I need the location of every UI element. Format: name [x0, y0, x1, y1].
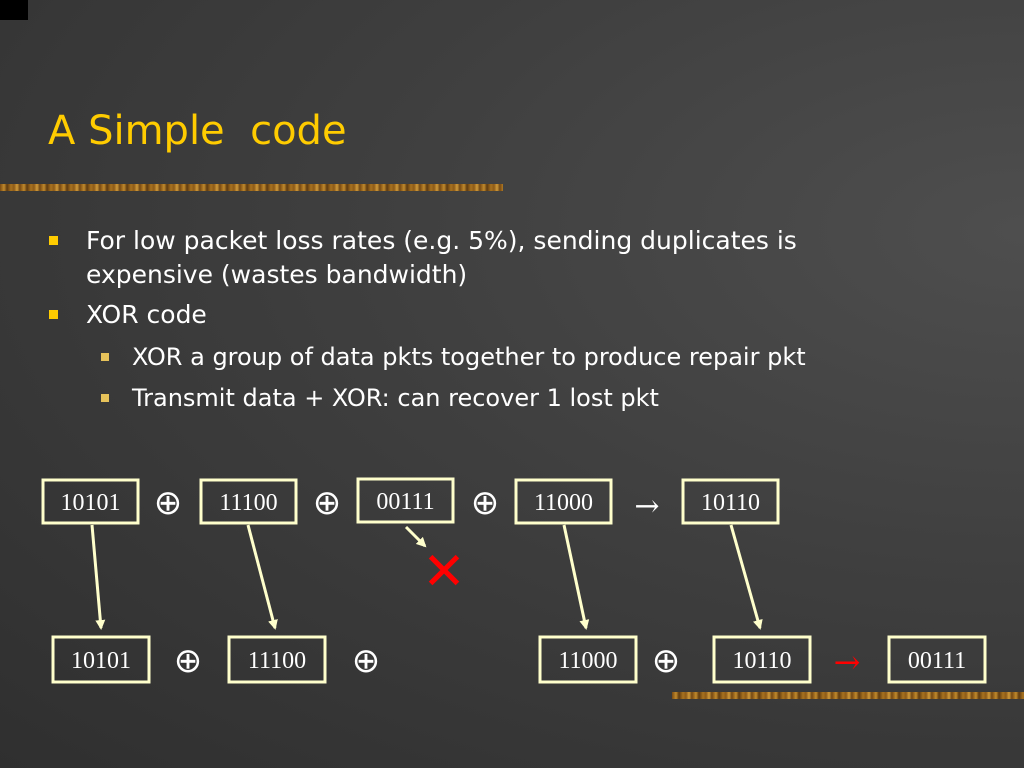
- sub-bullet-text: Transmit data + XOR: can recover 1 lost …: [132, 384, 659, 412]
- xor-symbol-icon: ⊕: [652, 641, 681, 681]
- lost-packet-arrow: [404, 525, 427, 548]
- xor-symbol-icon: ⊕: [174, 641, 203, 681]
- sub-bullet-square-icon: [101, 394, 109, 402]
- transmit-arrow-1: [90, 524, 106, 630]
- bullet-item-2: XOR code: [49, 298, 207, 332]
- bullet-text: For low packet loss rates (e.g. 5%), sen…: [86, 226, 797, 289]
- sub-bullet-square-icon: [101, 353, 109, 361]
- bottom-packet-label-2: 11100: [248, 648, 306, 674]
- top-packet-box-1: [41, 478, 140, 525]
- top-packet-box-4: [514, 478, 613, 525]
- transmit-arrow-5: [729, 524, 763, 630]
- top-packet-box-2: [199, 478, 298, 525]
- recovered-packet-label: 00111: [908, 648, 966, 674]
- recover-arrow-icon: →: [834, 643, 861, 681]
- bottom-packet-label-1: 10101: [71, 648, 131, 674]
- bottom-packet-box-3: [538, 635, 638, 684]
- top-repair-label: 10110: [701, 490, 760, 516]
- xor-symbol-icon: ⊕: [352, 641, 381, 681]
- recovered-packet-box: [887, 635, 987, 684]
- bullet-item-1: For low packet loss rates (e.g. 5%), sen…: [49, 224, 886, 292]
- bottom-packet-label-3: 11000: [558, 648, 617, 674]
- bottom-packet-box-1: [51, 635, 151, 684]
- top-packet-box-3: [356, 477, 455, 524]
- xor-symbol-icon: ⊕: [313, 483, 342, 523]
- top-row: 10101 ⊕ 11100 ⊕ 00111 ⊕ 11000 → 10110: [41, 477, 780, 525]
- transmit-arrow-4: [562, 524, 590, 630]
- top-packet-label-3: 00111: [376, 489, 434, 515]
- top-packet-label-2: 11100: [219, 490, 277, 516]
- bottom-repair-box: [712, 635, 812, 684]
- bottom-row: 10101 ⊕ 11100 ⊕ 11000 ⊕ 10110 → 00111: [51, 635, 987, 684]
- bottom-decorative-rule: [672, 692, 1024, 699]
- sub-bullet-text: XOR a group of data pkts together to pro…: [132, 343, 806, 371]
- slide-title: A Simple code: [48, 108, 347, 154]
- transmit-arrow-2: [246, 524, 278, 630]
- top-packet-label-1: 10101: [61, 490, 121, 516]
- lost-packet-x-icon: ✕: [422, 542, 466, 602]
- bullet-text: XOR code: [86, 300, 207, 329]
- top-repair-box: [681, 478, 780, 525]
- corner-mark: [0, 0, 28, 20]
- bullet-square-icon: [49, 310, 58, 319]
- transmit-arrows: [90, 524, 763, 630]
- xor-symbol-icon: ⊕: [154, 483, 183, 523]
- title-underline-rule: [0, 184, 503, 191]
- bottom-packet-box-2: [227, 635, 327, 684]
- xor-symbol-icon: ⊕: [471, 483, 500, 523]
- sub-bullet-item-2: Transmit data + XOR: can recover 1 lost …: [101, 381, 659, 415]
- result-arrow-icon: →: [634, 489, 659, 524]
- bullet-square-icon: [49, 236, 58, 245]
- sub-bullet-item-1: XOR a group of data pkts together to pro…: [101, 340, 806, 374]
- top-packet-label-4: 11000: [534, 490, 593, 516]
- bottom-repair-label: 10110: [732, 648, 791, 674]
